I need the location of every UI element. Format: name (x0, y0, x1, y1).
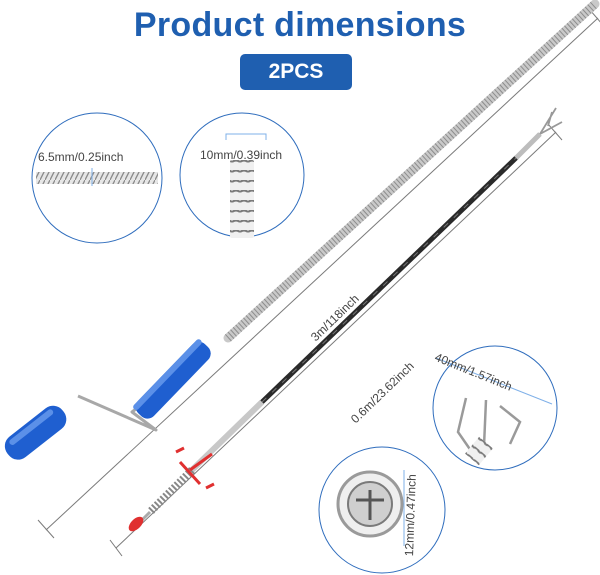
tube-diameter-label: 12mm/0.47inch (402, 474, 419, 557)
crank-handle (135, 341, 211, 419)
drain-snake (4, 0, 600, 460)
callout-coil (179, 112, 305, 238)
coil-width-label: 10mm/0.39inch (200, 148, 283, 162)
callout-spring (31, 112, 163, 244)
spring-diameter-label: 6.5mm/0.25inch (38, 150, 124, 164)
claw-grabber (128, 107, 563, 532)
callout-claw (432, 345, 558, 471)
callout-tube (318, 446, 446, 574)
grip-knob (4, 405, 67, 460)
dimension-lines (37, 9, 600, 557)
quantity-badge: 2PCS (240, 54, 352, 90)
page-title: Product dimensions (133, 6, 467, 44)
